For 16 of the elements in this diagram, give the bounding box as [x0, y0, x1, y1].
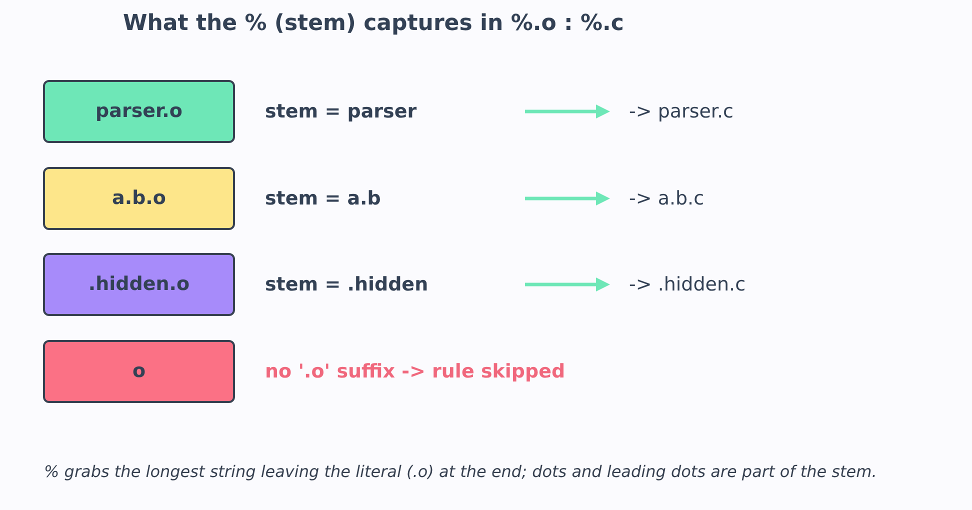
- stem-text: stem = .hidden: [265, 275, 428, 294]
- arrow: [525, 192, 610, 206]
- arrow: [525, 104, 610, 118]
- title: What the % (stem) captures in %.o : %.c: [123, 13, 624, 35]
- arrow: [525, 278, 610, 292]
- file-box: .hidden.o: [43, 253, 235, 316]
- stem-text: stem = parser: [265, 102, 417, 121]
- file-box: a.b.o: [43, 167, 235, 230]
- result-text: -> .hidden.c: [629, 275, 746, 294]
- result-text: -> a.b.c: [629, 189, 704, 208]
- caption: % grabs the longest string leaving the literal (.o) at the end; dots and leading dots are part of the stem.: [44, 464, 877, 480]
- file-box: parser.o: [43, 80, 235, 143]
- note-text: no '.o' suffix -> rule skipped: [265, 362, 566, 381]
- stem-text: stem = a.b: [265, 189, 381, 208]
- file-box: o: [43, 340, 235, 403]
- result-text: -> parser.c: [629, 102, 734, 121]
